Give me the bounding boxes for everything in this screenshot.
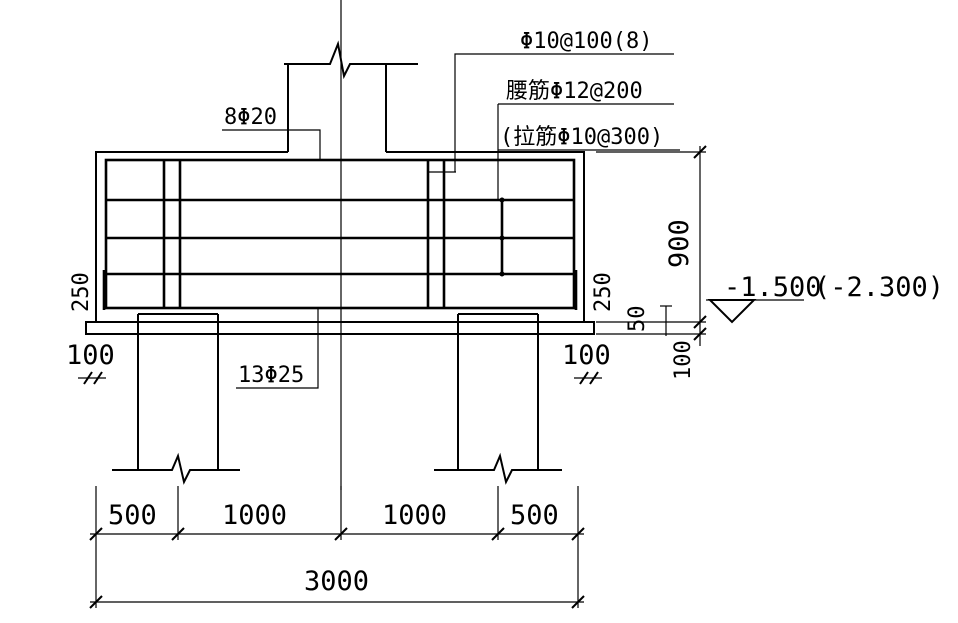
waist-bar-label: 腰筋Φ12@200 [506,79,643,104]
stirrup-label: Φ10@100(8) [520,29,652,54]
blinding-layer [85,321,595,335]
dim-250-left: 250 [69,272,94,312]
bottom-dimension-chain [89,486,585,609]
dim-50: 50 [625,306,650,333]
pile-right [434,313,562,485]
dim-3000-total: 3000 [304,566,369,597]
bottom-bar-label: 13Φ25 [238,363,304,388]
dim-500-left: 500 [108,500,157,531]
label-leaders [222,53,680,389]
vertical-dimension-right [596,145,707,346]
elevation-value: -1.500 [724,272,822,303]
dim-100-left: 100 [66,340,115,371]
dim-900: 900 [664,219,695,268]
column-stub [284,40,418,152]
tie-bar-label: (拉筋Φ10@300) [500,125,663,150]
dim-500-right: 500 [510,500,559,531]
rebar-cage [102,158,578,310]
dim-100-right-vertical: 100 [671,340,696,380]
elevation-alt-value: (-2.300) [814,272,944,303]
dim-1000-right: 1000 [382,500,447,531]
dim-100-right-ticks [574,371,602,385]
dim-1000-left: 1000 [222,500,287,531]
dim-250-right: 250 [591,272,616,312]
elevation-marker [706,299,804,324]
top-bar-label: 8Φ20 [224,105,277,130]
dim-100-right: 100 [562,340,611,371]
pile-left [112,313,240,485]
dim-100-left-ticks [78,371,106,385]
